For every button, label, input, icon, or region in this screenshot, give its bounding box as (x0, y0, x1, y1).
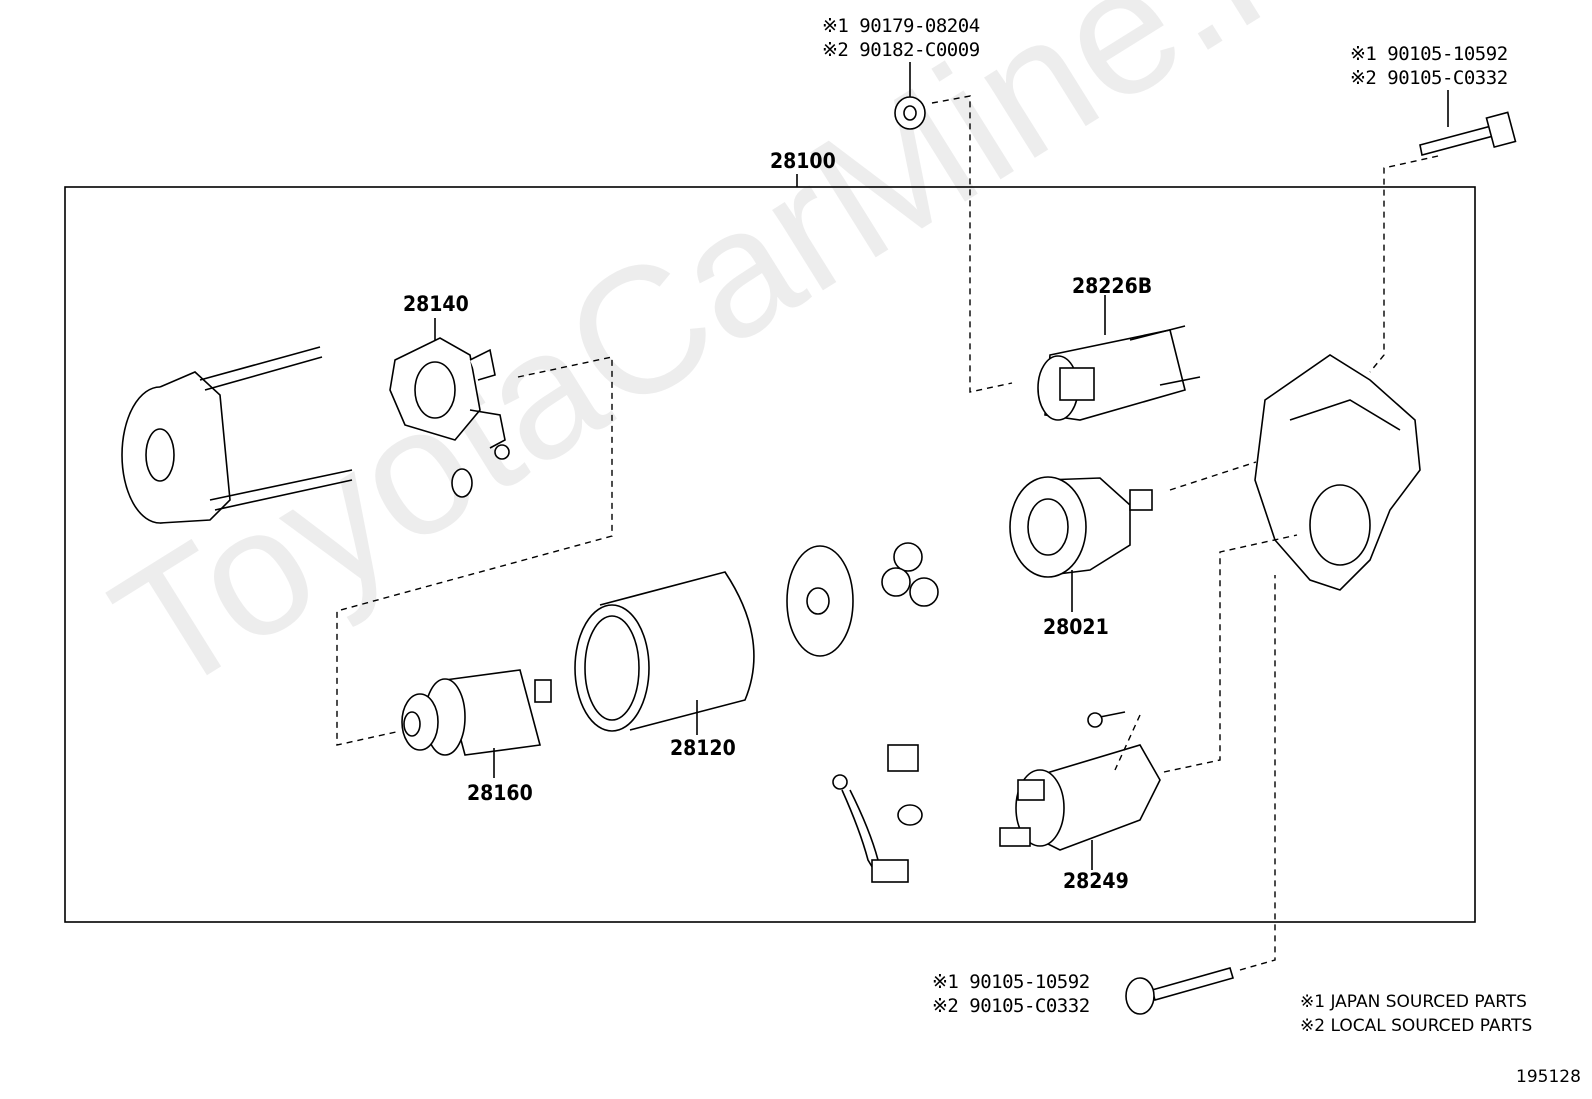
brush-holder-dash (336, 356, 613, 746)
part-label-28120[interactable]: 28120 (670, 736, 736, 760)
top-nut-part (894, 62, 926, 130)
assembly-label[interactable]: 28100 (770, 149, 836, 173)
legend-japan: ※1 JAPAN SOURCED PARTS (1300, 992, 1527, 1012)
top-nut-label-1[interactable]: ※1 90179-08204 (822, 15, 980, 37)
center-plate-part (786, 545, 854, 657)
drive-housing-dash (1163, 534, 1298, 773)
top-right-bolt-part (1419, 90, 1517, 156)
part-label-28021[interactable]: 28021 (1043, 615, 1109, 639)
bottom-bolt-part (1125, 967, 1234, 1015)
part-label-28160[interactable]: 28160 (467, 781, 533, 805)
bottom-bolt-dash (1239, 575, 1276, 971)
armature-part (401, 669, 552, 778)
clutch-dash (1169, 461, 1257, 491)
diagram-id: 195128 (1516, 1067, 1581, 1087)
bottom-bolt-label-1[interactable]: ※1 90105-10592 (932, 971, 1090, 993)
rear-end-frame-part (121, 346, 353, 524)
top-nut-dash (931, 95, 1013, 393)
part-label-28226b[interactable]: 28226B (1072, 274, 1153, 298)
lead-wire-part (832, 744, 923, 883)
top-nut-label-2[interactable]: ※2 90182-C0009 (822, 39, 980, 61)
drive-housing-part (1254, 354, 1421, 591)
bottom-bolt-label-2[interactable]: ※2 90105-C0332 (932, 995, 1090, 1017)
solenoid-switch-part (1037, 295, 1201, 421)
magnet-switch-part (999, 744, 1161, 870)
assembly-frame (64, 186, 1476, 923)
part-label-28249[interactable]: 28249 (1063, 869, 1129, 893)
top-right-bolt-label-1[interactable]: ※1 90105-10592 (1350, 43, 1508, 65)
planetary-gears-part (881, 542, 939, 607)
part-label-28140[interactable]: 28140 (403, 292, 469, 316)
yoke-part (574, 571, 755, 735)
legend-local: ※2 LOCAL SOURCED PARTS (1300, 1016, 1533, 1036)
top-right-bolt-label-2[interactable]: ※2 90105-C0332 (1350, 67, 1508, 89)
starter-clutch-part (1009, 476, 1153, 612)
top-right-bolt-dash (1369, 155, 1439, 373)
brush-holder-part (389, 318, 510, 498)
